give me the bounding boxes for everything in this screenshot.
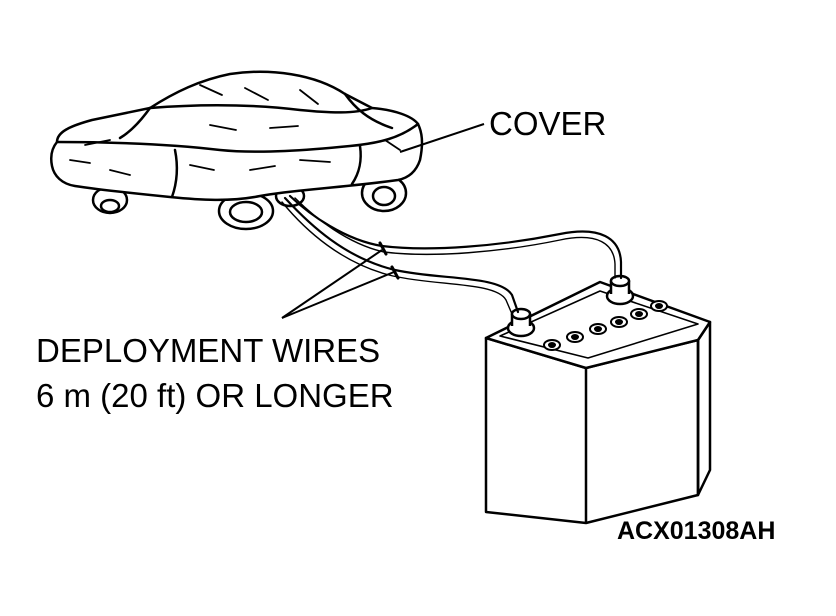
cover-fold-side: [172, 150, 177, 197]
leader-lines: [282, 124, 484, 318]
leader-wire-upper: [282, 250, 382, 318]
deployment-wires-label: DEPLOYMENT WIRES: [36, 332, 381, 369]
wheel-front-left: [93, 187, 127, 213]
wire-clip-lower: [392, 267, 398, 278]
cover-fold-windshield: [120, 108, 150, 138]
car-cover-body: [51, 72, 422, 200]
battery: [486, 276, 710, 523]
battery-terminal-right: [607, 276, 633, 304]
wire-to-left-terminal: [285, 198, 518, 312]
cover-wrinkles: [70, 85, 400, 175]
leader-cover: [400, 124, 484, 152]
wire-to-left-terminal-inner: [282, 202, 512, 314]
wire-to-right-terminal-inner: [295, 198, 615, 278]
battery-side-face: [698, 322, 710, 495]
cover-fold-rear-window: [345, 94, 392, 128]
wire-to-right-terminal: [290, 196, 621, 278]
battery-cell-caps: [544, 301, 667, 350]
cover-fold-roofline: [150, 105, 372, 112]
cover-fold-hood: [57, 124, 418, 152]
deployment-wires-length-label: 6 m (20 ft) OR LONGER: [36, 377, 394, 414]
cover-label: COVER: [489, 105, 607, 142]
leader-wire-lower: [282, 272, 394, 318]
covered-car: [51, 72, 422, 200]
wire-clip-upper: [380, 243, 386, 254]
battery-top-rim: [500, 291, 698, 358]
figure-code: ACX01308AH: [617, 517, 776, 545]
cover-fold-rear-side: [352, 146, 361, 184]
deployment-wires: [282, 196, 621, 314]
